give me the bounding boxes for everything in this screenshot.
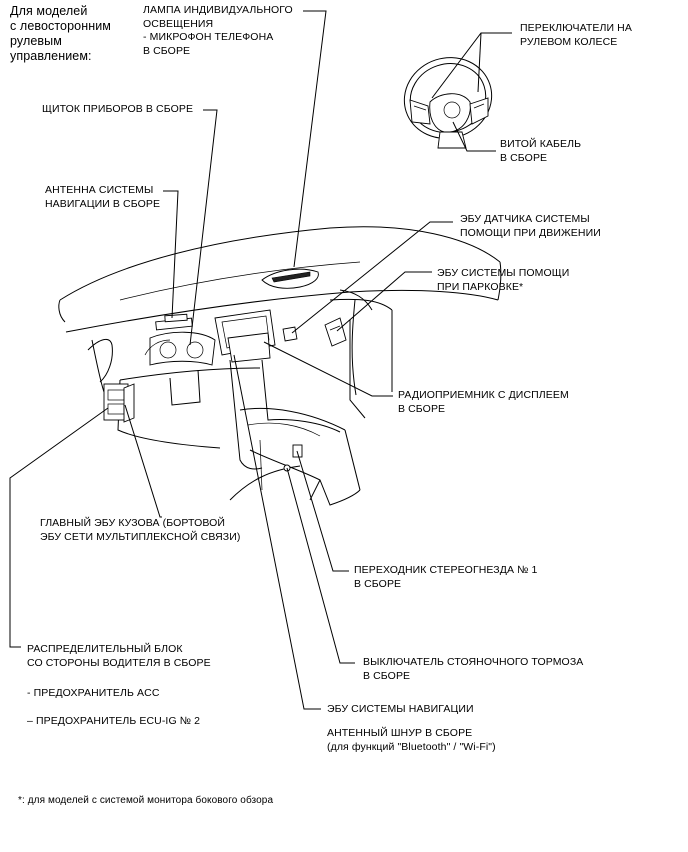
label-stereo-jack: ПЕРЕХОДНИК СТЕРЕОГНЕЗДА № 1 В СБОРЕ [354,564,538,590]
label-drive-assist-ecu: ЭБУ ДАТЧИКА СИСТЕМЫ ПОМОЩИ ПРИ ДВИЖЕНИИ [460,213,601,239]
label-main-body-ecu: ГЛАВНЫЙ ЭБУ КУЗОВА (БОРТОВОЙ ЭБУ СЕТИ МУ… [40,517,241,543]
nav-antenna-part [164,313,188,323]
dashboard-outline [58,226,502,506]
label-nav-antenna: АНТЕННА СИСТЕМЫ НАВИГАЦИИ В СБОРЕ [45,184,161,210]
body-ecu-part [103,383,135,423]
label-parking-brake-switch: ВЫКЛЮЧАТЕЛЬ СТОЯНОЧНОГО ТОРМОЗА В СБОРЕ [363,656,584,682]
instrument-cluster-part [144,317,216,366]
header-note: Для моделей с левосторонним рулевым упра… [10,4,111,63]
label-spiral-cable: ВИТОЙ КАБЕЛЬ В СБОРЕ [500,138,582,164]
label-lamp: ЛАМПА ИНДИВИДУАЛЬНОГО ОСВЕЩЕНИЯ - МИКРОФ… [143,4,293,57]
label-fuse-ecuig: – ПРЕДОХРАНИТЕЛЬ ECU-IG № 2 [27,715,201,727]
steering-wheel-inset [403,57,493,149]
leader-lines [9,10,512,710]
parking-assist-ecu-part [324,317,347,347]
overhead-lamp-part [261,268,319,289]
radio-display-part [214,309,276,363]
label-fuse-acc: - ПРЕДОХРАНИТЕЛЬ ACC [27,687,160,699]
label-junction-block: РАСПРЕДЕЛИТЕЛЬНЫЙ БЛОК СО СТОРОНЫ ВОДИТЕ… [27,643,211,669]
label-steering-switches: ПЕРЕКЛЮЧАТЕЛИ НА РУЛЕВОМ КОЛЕСЕ [520,22,632,48]
label-antenna-cord: АНТЕННЫЙ ШНУР В СБОРЕ (для функций "Blue… [327,727,496,753]
label-parking-assist-ecu: ЭБУ СИСТЕМЫ ПОМОЩИ ПРИ ПАРКОВКЕ* [437,267,570,293]
footnote: *: для моделей с системой монитора боков… [18,795,274,806]
label-nav-ecu: ЭБУ СИСТЕМЫ НАВИГАЦИИ [327,703,474,715]
label-instrument-cluster: ЩИТОК ПРИБОРОВ В СБОРЕ [42,103,194,115]
label-radio-display: РАДИОПРИЕМНИК С ДИСПЛЕЕМ В СБОРЕ [398,389,569,415]
drive-assist-ecu-part [282,326,298,342]
